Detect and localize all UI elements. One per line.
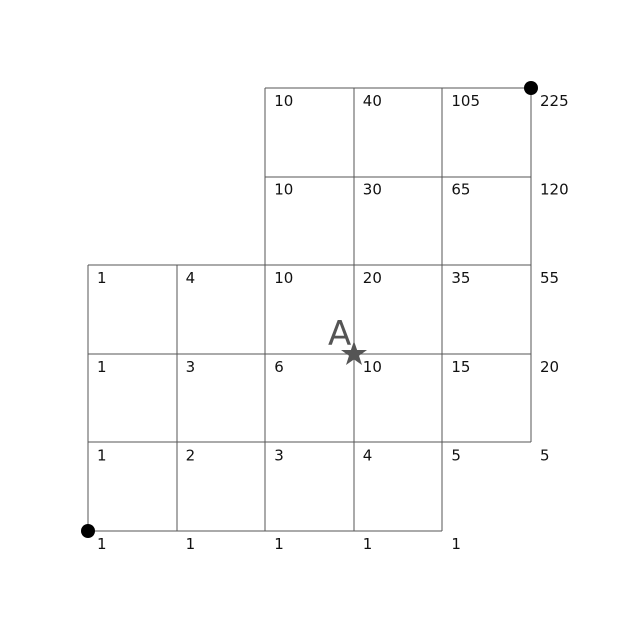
node-count-label: 2 <box>186 446 196 464</box>
node-count-label: 1 <box>97 269 107 287</box>
node-count-label: 1 <box>363 535 373 553</box>
star-icon <box>341 341 367 365</box>
node-count-label: 10 <box>274 269 293 287</box>
node-count-label: 5 <box>540 446 550 464</box>
node-count-label: 1 <box>97 358 107 376</box>
node-count-label: 1 <box>97 446 107 464</box>
node-count-label: 15 <box>451 358 470 376</box>
node-count-label: 6 <box>274 358 284 376</box>
node-count-label: 120 <box>540 181 569 199</box>
node-count-label: 40 <box>363 92 382 110</box>
node-count-label: 4 <box>363 446 373 464</box>
grid-lines <box>87 87 532 532</box>
node-count-label: 105 <box>451 92 480 110</box>
node-count-label: 1 <box>451 535 461 553</box>
node-count-label: 55 <box>540 269 559 287</box>
node-count-label: 5 <box>451 446 461 464</box>
node-count-label: 30 <box>363 181 382 199</box>
end-point <box>524 81 538 95</box>
node-count-label: 1 <box>97 535 107 553</box>
node-count-label: 65 <box>451 181 470 199</box>
point-a-label: A <box>328 314 351 354</box>
point-a-marker: A <box>328 314 367 365</box>
node-count-label: 3 <box>274 446 284 464</box>
node-count-label: 1 <box>186 535 196 553</box>
node-count-label: 225 <box>540 92 569 110</box>
node-count-label: 10 <box>274 181 293 199</box>
node-count-label: 20 <box>540 358 559 376</box>
endpoints <box>81 81 538 538</box>
node-count-label: 3 <box>186 358 196 376</box>
start-point <box>81 524 95 538</box>
node-count-label: 35 <box>451 269 470 287</box>
node-count-label: 4 <box>186 269 196 287</box>
node-count-label: 10 <box>363 358 382 376</box>
node-count-label: 1 <box>274 535 284 553</box>
node-count-label: 10 <box>274 92 293 110</box>
node-count-label: 20 <box>363 269 382 287</box>
